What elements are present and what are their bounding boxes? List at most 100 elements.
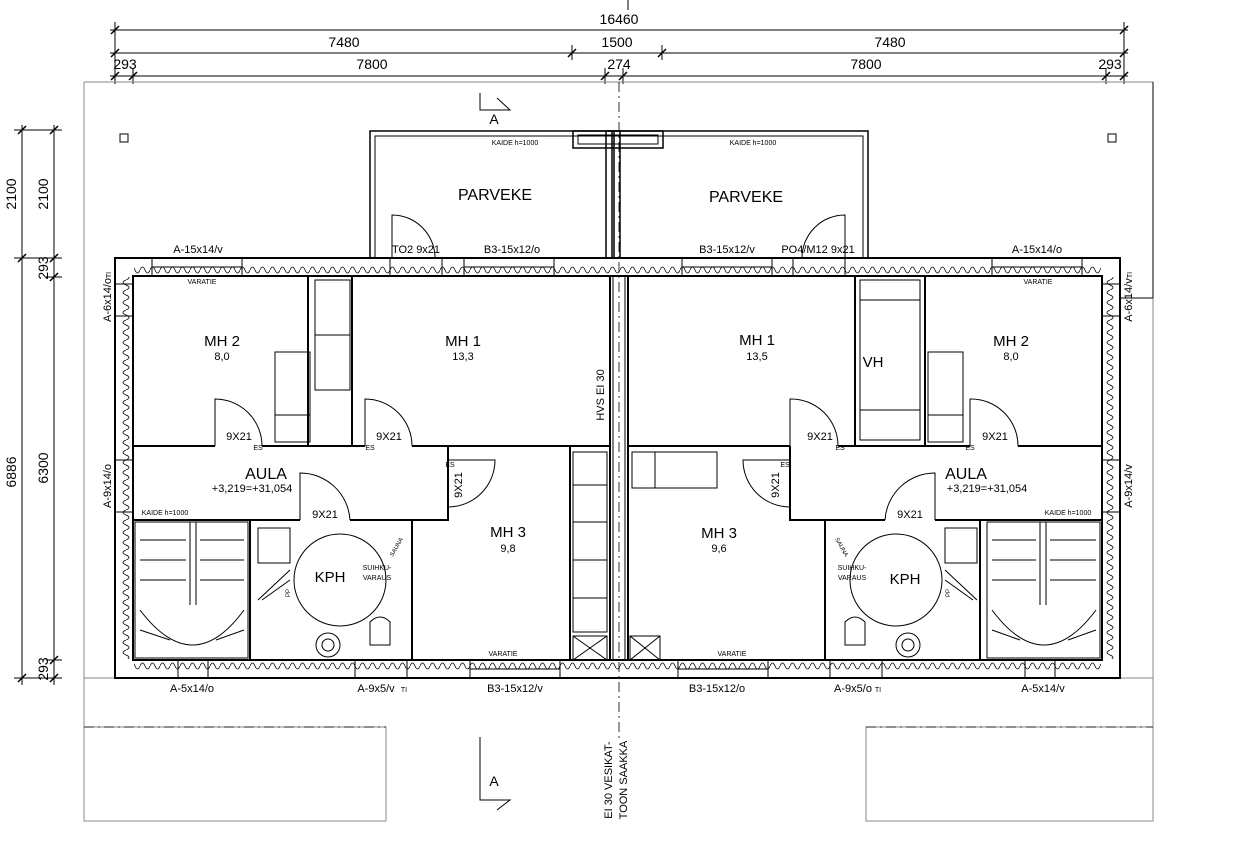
window-bottom-right-3: B3-15x12/o (689, 683, 745, 695)
windows-bottom (177, 659, 1056, 679)
section-mark-top: A (489, 111, 499, 127)
window-labels: A-15x14/v TO2 9x21 B3-15x12/o B3-15x12/v… (102, 244, 1135, 695)
door-top-right: PO4/M12 9x21 (781, 244, 854, 256)
window-side-right-2: A-9x14/v (1123, 464, 1135, 508)
note-suihku-right-1: SUIHKU- (838, 565, 867, 572)
dim-left-wall-top: 293 (35, 256, 51, 280)
door-mh2-right: 9X21 (982, 431, 1008, 443)
room-parveke-left: PARVEKE (458, 187, 532, 204)
room-labels: PARVEKE PARVEKE MH 2 8,0 MH 1 13,3 MH 1 … (204, 187, 1029, 588)
dim-left-room: 7800 (356, 56, 387, 72)
dimension-lines (14, 0, 1129, 685)
window-top-right-1: A-15x14/o (1012, 244, 1062, 256)
dim-left-wall-bottom: 293 (35, 657, 51, 681)
room-parveke-right: PARVEKE (709, 189, 783, 206)
note-kaide-stair-right: KAIDE h=1000 (1045, 510, 1092, 517)
note-varatie-4: VARATIE (718, 651, 747, 658)
note-varatie-3: VARATIE (489, 651, 518, 658)
dim-party-wall: 274 (607, 56, 631, 72)
doors (214, 214, 1019, 521)
note-es-4: ES (780, 462, 790, 469)
window-bottom-left-2-ti: TI (401, 687, 407, 694)
room-mh3-left-area: 9,8 (500, 543, 515, 555)
note-kaide-top-left: KAIDE h=1000 (492, 140, 539, 147)
notes: KAIDE h=1000 KAIDE h=1000 KAIDE h=1000 K… (142, 140, 1092, 819)
dim-left-total-depth: 6886 (3, 456, 19, 487)
note-es-6: ES (965, 445, 975, 452)
dim-left-half: 7480 (328, 34, 359, 50)
door-kph-left: 9X21 (312, 509, 338, 521)
room-vh-right: VH (863, 354, 884, 371)
note-varatie-2: VARATIE (1024, 279, 1053, 286)
window-side-left-2: A-9x14/o (102, 464, 114, 508)
dim-inner-depth: 6300 (35, 452, 51, 483)
window-top-left-2: B3-15x12/o (484, 244, 540, 256)
note-es-2: ES (365, 445, 375, 452)
note-pp-left: PP (286, 589, 292, 597)
dimension-labels: 16460 7480 1500 7480 293 7800 274 7800 2… (3, 11, 1122, 681)
note-es-1: ES (253, 445, 263, 452)
note-sauna-right: SAUNA (833, 537, 849, 558)
dim-inner-balcony-depth: 2100 (35, 178, 51, 209)
windows-top (151, 257, 1083, 277)
window-top-left-1: A-15x14/v (173, 244, 223, 256)
window-bottom-left-3: B3-15x12/v (487, 683, 543, 695)
room-kph-left: KPH (315, 569, 346, 586)
note-kaide-stair-left: KAIDE h=1000 (142, 510, 189, 517)
note-es-3: ES (445, 462, 455, 469)
room-kph-right: KPH (890, 571, 921, 588)
roof-outline (83, 81, 1154, 822)
room-mh1-right: MH 1 (739, 332, 775, 349)
room-mh2-right-area: 8,0 (1003, 351, 1018, 363)
note-varatie-1: VARATIE (188, 279, 217, 286)
note-hvs: HVS EI 30 (595, 369, 607, 420)
door-mh3-right: 9X21 (770, 472, 782, 498)
window-side-right-1-ti: TI (1127, 272, 1134, 278)
note-pp-right: PP (946, 589, 952, 597)
window-bottom-left-2: A-9x5/v (357, 683, 395, 695)
room-aula-right: AULA (945, 466, 987, 483)
dim-right-half: 7480 (874, 34, 905, 50)
room-mh1-right-area: 13,5 (746, 351, 767, 363)
note-suihku-left-1: SUIHKU- (363, 565, 392, 572)
door-mh2-left: 9X21 (226, 431, 252, 443)
note-sauna-left: SAUNA (389, 537, 405, 558)
room-mh2-right: MH 2 (993, 333, 1029, 350)
door-labels: 9X21 9X21 9X21 9X21 9X21 9X21 9X21 9X21 (226, 431, 1008, 521)
room-mh3-left: MH 3 (490, 524, 526, 541)
window-bottom-right-2: A-9x5/o (834, 683, 872, 695)
room-mh3-right-area: 9,6 (711, 543, 726, 555)
window-bottom-left-1: A-5x14/o (170, 683, 214, 695)
window-side-left-1: A-6x14/o (102, 278, 114, 322)
window-side-left-1-ti: TI (106, 272, 113, 278)
windows-side (114, 283, 1121, 513)
room-mh2-left-area: 8,0 (214, 351, 229, 363)
window-bottom-right-1: A-5x14/v (1021, 683, 1065, 695)
interior-walls (133, 276, 1102, 660)
room-mh3-right: MH 3 (701, 525, 737, 542)
room-aula-left-level: +3,219=+31,054 (212, 483, 292, 495)
note-kaide-top-right: KAIDE h=1000 (730, 140, 777, 147)
room-aula-right-level: +3,219=+31,054 (947, 483, 1027, 495)
dim-left-balcony-depth: 2100 (3, 178, 19, 209)
section-mark-bottom: A (489, 773, 499, 789)
door-kph-right: 9X21 (897, 509, 923, 521)
dim-left-wall: 293 (113, 56, 137, 72)
fixtures (134, 279, 1101, 661)
door-mh3-left: 9X21 (453, 472, 465, 498)
note-suihku-right-2: VARAUS (838, 575, 867, 582)
room-mh2-left: MH 2 (204, 333, 240, 350)
note-ei30-2: TOON SAAKKA (618, 740, 630, 819)
note-ei30-1: EI 30 VESIKAT- (603, 741, 615, 819)
dim-middle: 1500 (601, 34, 632, 50)
room-mh1-left: MH 1 (445, 333, 481, 350)
door-mh1-left: 9X21 (376, 431, 402, 443)
door-mh1-right: 9X21 (807, 431, 833, 443)
dim-overall: 16460 (600, 11, 639, 27)
dim-right-room: 7800 (850, 56, 881, 72)
room-aula-left: AULA (245, 466, 287, 483)
door-top-left: TO2 9x21 (392, 244, 440, 256)
note-suihku-left-2: VARAUS (363, 575, 392, 582)
window-side-right-1: A-6x14/v (1123, 278, 1135, 322)
